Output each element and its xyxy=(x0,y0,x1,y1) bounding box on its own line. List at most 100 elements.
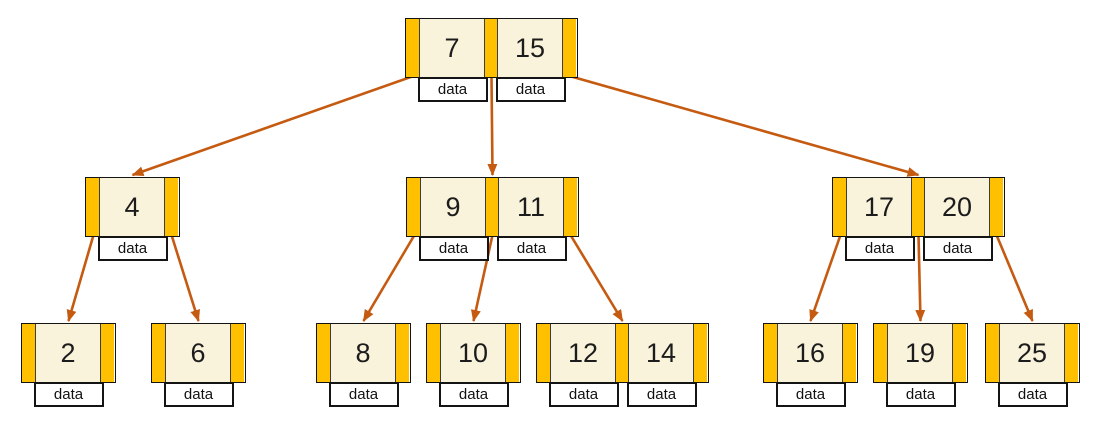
child-pointer-arrow xyxy=(362,234,416,322)
pointer-bar xyxy=(563,178,577,236)
key-value: 8 xyxy=(355,337,371,368)
key-cell: 6 xyxy=(166,324,230,382)
data-box-label: data xyxy=(348,385,379,403)
data-box-label: data xyxy=(515,80,546,98)
data-box: data xyxy=(775,381,846,407)
pointer-bar xyxy=(485,178,499,236)
key-value: 12 xyxy=(567,337,599,368)
key-value: 6 xyxy=(190,337,206,368)
child-pointer-arrow xyxy=(131,74,414,177)
pointer-bar xyxy=(407,178,421,236)
btree-node-n17-20: 17 20 data data xyxy=(832,177,1005,261)
data-box: data xyxy=(97,235,168,261)
data-box-label: data xyxy=(516,239,547,257)
key-value: 16 xyxy=(794,337,826,368)
child-pointer-arrow xyxy=(66,234,95,322)
pointer-bar xyxy=(833,178,847,236)
node-record: 6 xyxy=(151,323,246,383)
data-box-label: data xyxy=(795,385,826,403)
pointer-bar xyxy=(537,324,551,382)
pointer-bar xyxy=(764,324,778,382)
key-value: 4 xyxy=(124,191,140,222)
child-pointer-arrow xyxy=(487,75,498,176)
key-value: 19 xyxy=(904,337,936,368)
key-value: 25 xyxy=(1016,337,1048,368)
node-record: 8 xyxy=(316,323,411,383)
data-box: data xyxy=(885,381,956,407)
btree-node-n2: 2 data xyxy=(21,323,116,407)
pointer-bar xyxy=(505,324,519,382)
data-box: data xyxy=(844,235,915,261)
key-value: 20 xyxy=(941,191,973,222)
data-box-label: data xyxy=(905,385,936,403)
key-value: 10 xyxy=(457,337,489,368)
pointer-bar xyxy=(1064,324,1078,382)
pointer-bar xyxy=(874,324,888,382)
data-box: data xyxy=(548,381,619,407)
node-record: 10 xyxy=(426,323,521,383)
pointer-bar xyxy=(406,19,420,77)
pointer-bar xyxy=(86,178,100,236)
data-box-label: data xyxy=(53,385,84,403)
pointer-bar xyxy=(427,324,441,382)
data-box: data xyxy=(163,381,234,407)
pointer-bar xyxy=(693,324,707,382)
key-value: 7 xyxy=(444,32,460,63)
data-box-label: data xyxy=(568,385,599,403)
pointer-bar xyxy=(562,19,576,77)
btree-node-n4: 4 data xyxy=(85,177,180,261)
node-record: 2 xyxy=(21,323,116,383)
data-box: data xyxy=(418,235,489,261)
key-value: 11 xyxy=(516,191,546,222)
data-box-label: data xyxy=(117,239,148,257)
data-box-label: data xyxy=(438,239,469,257)
key-cell: 25 xyxy=(1000,324,1064,382)
pointer-bar xyxy=(100,324,114,382)
data-box: data xyxy=(33,381,104,407)
pointer-bar xyxy=(230,324,244,382)
child-pointer-arrow xyxy=(569,234,624,322)
node-record: 4 xyxy=(85,177,180,237)
key-value: 9 xyxy=(445,191,461,222)
key-cell: 19 xyxy=(888,324,952,382)
pointer-bar xyxy=(615,324,629,382)
node-record: 25 xyxy=(985,323,1080,383)
pointer-bar xyxy=(317,324,331,382)
data-box-label: data xyxy=(864,239,895,257)
child-pointer-arrow xyxy=(915,234,926,322)
pointer-bar xyxy=(22,324,36,382)
key-cell: 15 xyxy=(498,19,562,77)
data-box-label: data xyxy=(437,80,468,98)
data-box-label: data xyxy=(646,385,677,403)
child-pointer-arrow xyxy=(809,234,842,322)
pointer-bar xyxy=(842,324,856,382)
key-cell: 12 xyxy=(551,324,615,382)
key-value: 14 xyxy=(645,337,677,368)
pointer-bar xyxy=(989,178,1003,236)
data-box: data xyxy=(626,381,697,407)
key-cell: 10 xyxy=(441,324,505,382)
key-cell: 2 xyxy=(36,324,100,382)
key-cell: 7 xyxy=(420,19,484,77)
data-box: data xyxy=(438,381,509,407)
btree-node-n6: 6 data xyxy=(151,323,246,407)
key-cell: 11 xyxy=(499,178,563,236)
pointer-bar xyxy=(484,19,498,77)
node-record: 7 15 xyxy=(405,18,578,78)
pointer-bar xyxy=(152,324,166,382)
pointer-bar xyxy=(952,324,966,382)
pointer-bar xyxy=(986,324,1000,382)
btree-node-n8: 8 data xyxy=(316,323,411,407)
child-pointer-arrow xyxy=(995,234,1034,322)
key-value: 17 xyxy=(863,191,895,222)
data-box: data xyxy=(997,381,1068,407)
pointer-bar xyxy=(164,178,178,236)
node-record: 16 xyxy=(763,323,858,383)
btree-node-n25: 25 data xyxy=(985,323,1080,407)
node-record: 12 14 xyxy=(536,323,709,383)
data-box-label: data xyxy=(942,239,973,257)
btree-node-n9-11: 9 11 data data xyxy=(406,177,579,261)
child-pointer-arrow xyxy=(170,234,200,322)
key-cell: 4 xyxy=(100,178,164,236)
